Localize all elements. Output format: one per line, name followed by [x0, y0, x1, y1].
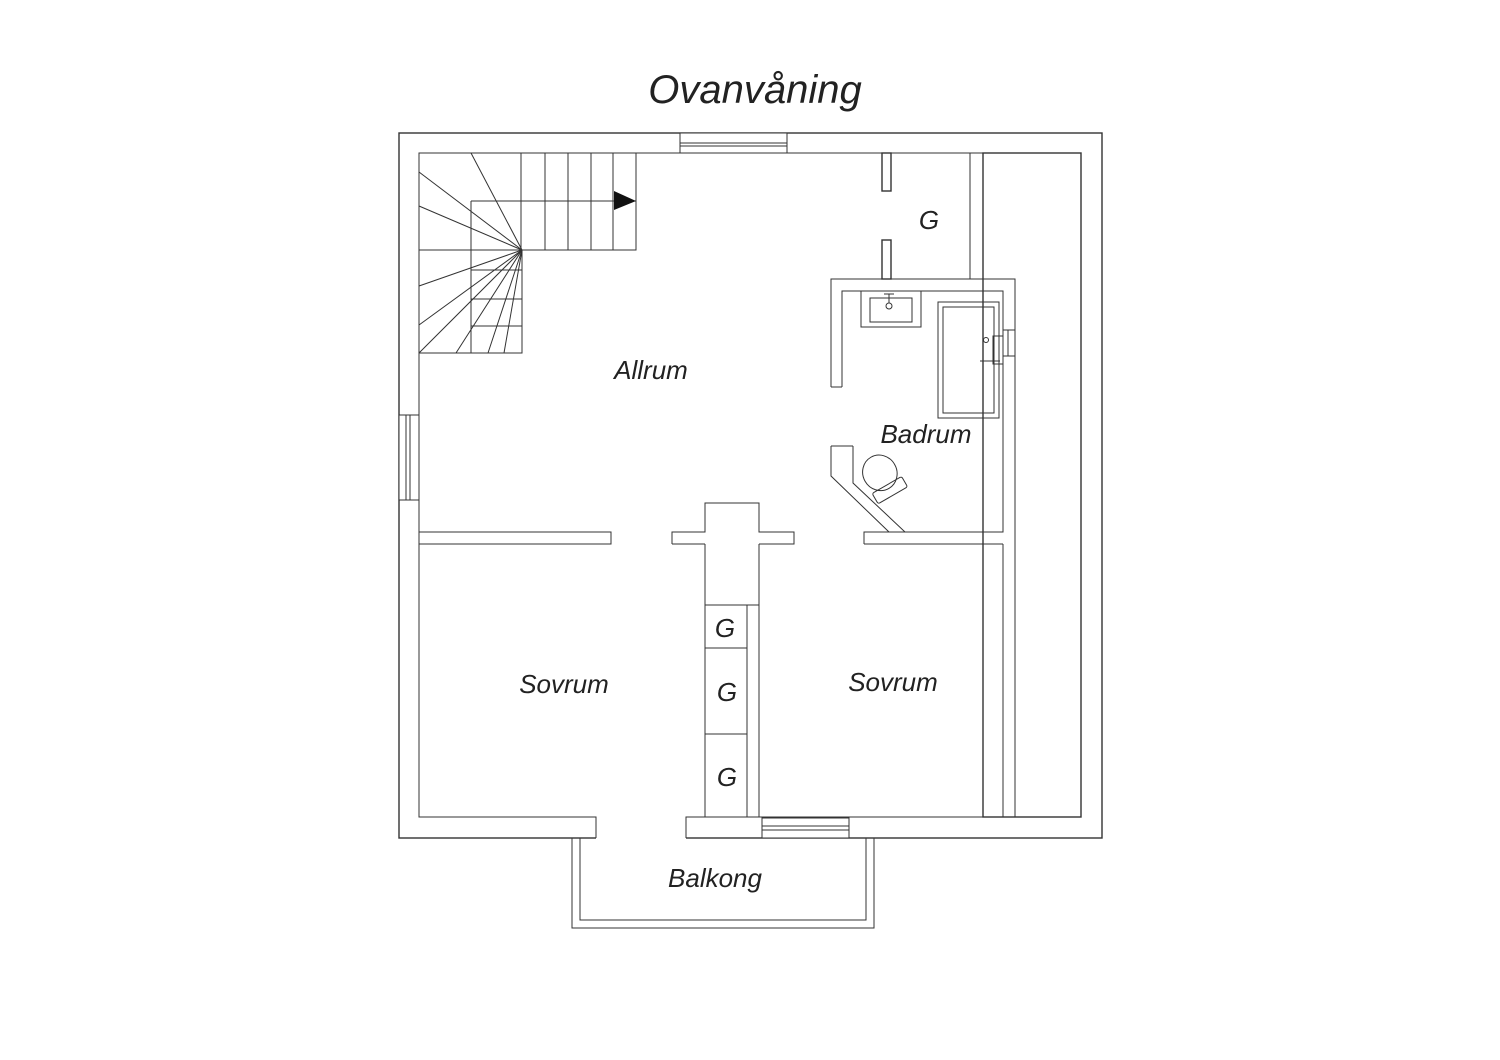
closet-label-stack-2: G — [717, 677, 737, 707]
balcony-door-openings — [419, 816, 762, 840]
floor-title: Ovanvåning — [648, 68, 861, 112]
room-label-sovrum-left: Sovrum — [519, 669, 609, 699]
right-storage-strip — [982, 152, 1082, 818]
room-label-sovrum-right: Sovrum — [848, 667, 938, 697]
room-label-badrum: Badrum — [880, 419, 971, 449]
balcony — [571, 838, 875, 929]
sink-icon — [860, 290, 922, 328]
closet-label-stack-3: G — [717, 762, 737, 792]
window-top — [679, 132, 788, 154]
window-bottom — [761, 817, 850, 839]
interior-wall-middle — [419, 502, 1003, 545]
staircase — [418, 152, 637, 354]
window-bathroom — [1002, 329, 1016, 357]
closet-label-top: G — [919, 205, 939, 235]
room-label-allrum: Allrum — [612, 355, 688, 385]
stair-direction-arrow-icon — [614, 191, 636, 210]
window-left — [398, 414, 420, 501]
central-wall — [672, 543, 760, 818]
shower-icon — [937, 301, 1004, 419]
right-bedroom-walls — [759, 544, 1004, 818]
toilet-icon — [862, 454, 908, 504]
closet-label-stack-1: G — [715, 613, 735, 643]
room-label-balkong: Balkong — [668, 863, 762, 893]
